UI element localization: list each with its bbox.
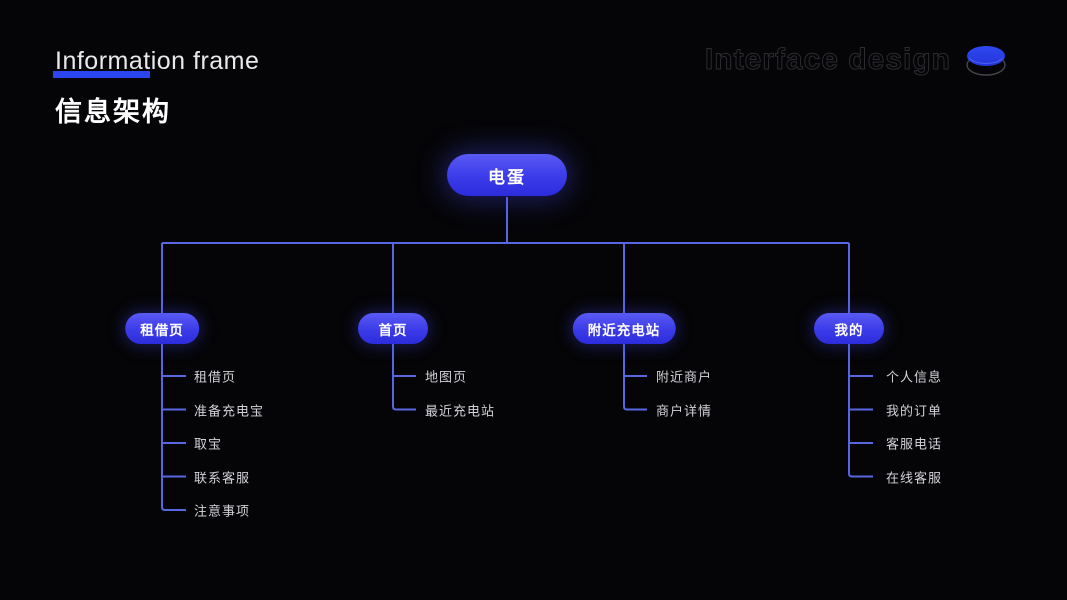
branch-node-stations: 附近充电站 (572, 313, 676, 344)
tree-root-node: 电蛋 (447, 154, 567, 196)
leaf-item: 我的订单 (886, 403, 943, 418)
leaf-item: 租借页 (194, 369, 237, 385)
connector-branch-2 (392, 344, 416, 411)
leaf-item: 最近充电站 (425, 403, 496, 418)
connector-branch-3 (623, 344, 647, 411)
leaf-item: 注意事项 (194, 503, 251, 519)
leaf-item: 客服电话 (886, 436, 943, 452)
connector-branch-4 (848, 344, 873, 478)
leaf-item: 在线客服 (886, 470, 943, 485)
leaf-item: 地图页 (425, 369, 468, 385)
connector-branch-1 (161, 344, 186, 511)
connector-root-bus (161, 197, 850, 313)
coin-icon (966, 46, 1006, 76)
branch-node-rental: 租借页 (125, 313, 199, 344)
leaf-item: 商户详情 (656, 403, 713, 418)
title-accent-underline (53, 71, 150, 78)
page-title-zh: 信息架构 (55, 97, 171, 127)
watermark-text: Interface design (704, 43, 951, 77)
watermark: Interface design (704, 42, 1009, 78)
leaf-item: 附近商户 (656, 369, 713, 385)
leaf-item: 准备充电宝 (194, 403, 265, 418)
branch-node-home: 首页 (358, 313, 428, 344)
branch-node-mine: 我的 (814, 313, 884, 344)
leaf-item: 取宝 (194, 436, 223, 452)
page-title-en: Information frame (55, 47, 260, 75)
leaf-item: 联系客服 (194, 470, 251, 485)
leaf-item: 个人信息 (886, 369, 943, 385)
